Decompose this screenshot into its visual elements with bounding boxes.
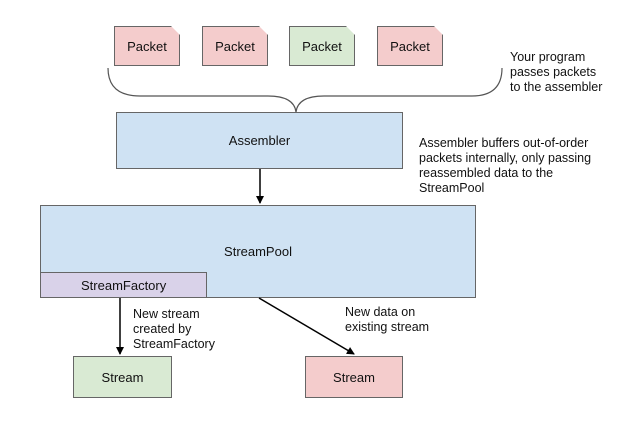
packet-2-label: Packet (215, 38, 255, 54)
curly-brace (107, 67, 503, 113)
assembler-note-line-4: StreamPool (419, 181, 485, 195)
packet-1: Packet (114, 26, 180, 66)
packet-1-label: Packet (127, 38, 167, 54)
new-stream-note: New stream created by StreamFactory (133, 307, 215, 352)
assembler-label: Assembler (228, 133, 291, 148)
streampool-label: StreamPool (224, 244, 292, 259)
stream-box-red: Stream (305, 356, 403, 398)
assembler-note-line-2: packets internally, only passing (419, 151, 592, 165)
assembler-note-line-1: Assembler buffers out-of-order (419, 136, 589, 150)
packet-2-fold (259, 26, 268, 35)
program-note-line-3: to the assembler (510, 80, 603, 94)
stream-green-label: Stream (101, 369, 144, 385)
new-stream-note-line-3: StreamFactory (133, 337, 215, 351)
packet-3: Packet (289, 26, 355, 66)
packet-4-label: Packet (390, 38, 430, 54)
program-note-line-1: Your program (510, 50, 586, 64)
streamfactory-box: StreamFactory (40, 272, 207, 298)
stream-red-label: Stream (333, 369, 375, 385)
new-stream-note-line-2: created by (133, 322, 192, 336)
assembler-box: Assembler (116, 112, 403, 169)
existing-stream-note-line-2: existing stream (345, 320, 430, 334)
stream-box-green: Stream (73, 356, 172, 398)
packet-3-label: Packet (302, 38, 342, 54)
program-note: Your program passes packets to the assem… (510, 50, 602, 95)
packet-1-fold (171, 26, 180, 35)
streamfactory-label: StreamFactory (81, 277, 167, 293)
new-stream-note-line-1: New stream (133, 307, 200, 321)
packet-4: Packet (377, 26, 443, 66)
packet-3-fold (346, 26, 355, 35)
assembler-note: Assembler buffers out-of-order packets i… (419, 136, 591, 196)
assembler-note-line-3: reassembled data to the (419, 166, 554, 180)
packet-2: Packet (202, 26, 268, 66)
arrow-pool-to-existing-stream (258, 297, 355, 355)
existing-stream-note: New data on existing stream (345, 305, 429, 335)
existing-stream-note-line-1: New data on (345, 305, 416, 319)
program-note-line-2: passes packets (510, 65, 597, 79)
packet-4-fold (434, 26, 443, 35)
